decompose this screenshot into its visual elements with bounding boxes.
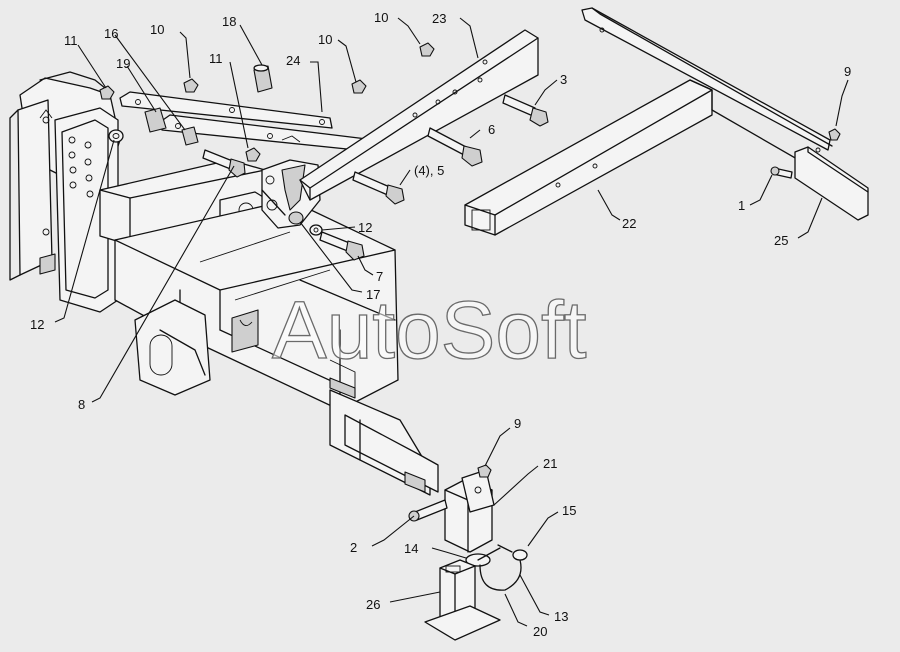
callout-label: 24	[286, 53, 300, 68]
callout-label: 12	[30, 317, 44, 332]
callout-label: 23	[432, 11, 446, 26]
callout-label: 21	[543, 456, 557, 471]
callout-label: 3	[560, 72, 567, 87]
frame-assembly	[9, 71, 439, 496]
watermark-text: AutoSoft	[272, 285, 587, 376]
callout-label: 16	[104, 26, 118, 41]
tube-23	[299, 29, 539, 201]
callout-label: 26	[366, 597, 380, 612]
callout-label: 11	[64, 33, 78, 48]
callout-label: 15	[562, 503, 576, 518]
callout-label: 13	[554, 609, 568, 624]
callout-label: 17	[366, 287, 380, 302]
fasteners	[99, 42, 841, 261]
callout-label: 14	[404, 541, 418, 556]
jack-stand-assembly	[408, 464, 528, 641]
callout-label: 6	[488, 122, 495, 137]
callout-label: (4), 5	[414, 163, 444, 178]
callout-leaders	[54, 17, 849, 627]
callout-label: 22	[622, 216, 636, 231]
callout-label: 20	[533, 624, 547, 639]
callout-label: 7	[376, 269, 383, 284]
callout-label: 12	[358, 220, 372, 235]
callout-label: 9	[514, 416, 521, 431]
callout-label: 10	[318, 32, 332, 47]
callout-labels: 11 16 19 10 18 11 24 10 10 23 3 6 (4), 5…	[30, 10, 851, 639]
callout-label: 11	[209, 51, 223, 66]
callout-label: 25	[774, 233, 788, 248]
callout-label: 1	[738, 198, 745, 213]
callout-label: 10	[374, 10, 388, 25]
callout-label: 2	[350, 540, 357, 555]
callout-label: 19	[116, 56, 130, 71]
t-frame-assembly	[464, 7, 869, 236]
callout-label: 10	[150, 22, 164, 37]
callout-label: 8	[78, 397, 85, 412]
callout-label: 18	[222, 14, 236, 29]
upper-bracket-plates	[119, 91, 377, 153]
callout-label: 9	[844, 64, 851, 79]
